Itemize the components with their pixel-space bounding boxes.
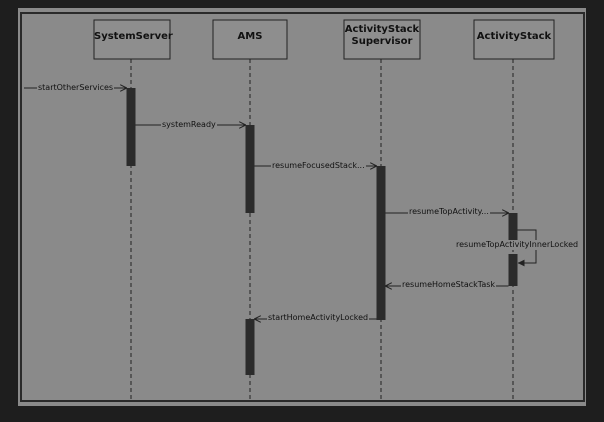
message-resumetopactivityinnerlocked-label: resumeTopActivityInnerLocked (455, 240, 580, 250)
message-starthomeactivitylocked-label: startHomeActivityLocked (267, 313, 370, 323)
message-resumehomestacktask-label: resumeHomeStackTask (401, 280, 497, 290)
message-resumefocusedstack-label: resumeFocusedStack... (271, 161, 366, 171)
activation-bar-activitystack-5 (508, 254, 518, 286)
diagram-background (18, 8, 586, 406)
participant-supervisor-label-line2: Supervisor (351, 36, 413, 47)
activation-bar-ams-1 (245, 125, 255, 213)
message-systemready-label: systemReady (161, 120, 217, 130)
participant-systemserver-label: SystemServer (94, 31, 173, 42)
activation-bar-activitystack-4 (508, 213, 518, 240)
message-startotherservices-label: startOtherServices (37, 83, 115, 93)
participant-supervisor-label-line1: ActivityStack (344, 24, 420, 35)
message-resumetopactivity-label: resumeTopActivity... (408, 207, 490, 217)
activation-bar-systemserver-0 (126, 88, 136, 166)
participant-supervisor-label: ActivityStack Supervisor (344, 24, 420, 48)
participant-box-activitystack (473, 19, 555, 60)
activation-bar-ams-2 (245, 319, 255, 375)
participant-box-supervisor (343, 19, 421, 60)
diagram-frame (20, 12, 585, 402)
participant-box-ams (212, 19, 288, 60)
participant-box-systemserver (93, 19, 171, 60)
participant-ams-label: AMS (237, 31, 263, 42)
participant-activitystack-label: ActivityStack (476, 31, 552, 42)
activation-bar-supervisor-3 (376, 166, 386, 320)
